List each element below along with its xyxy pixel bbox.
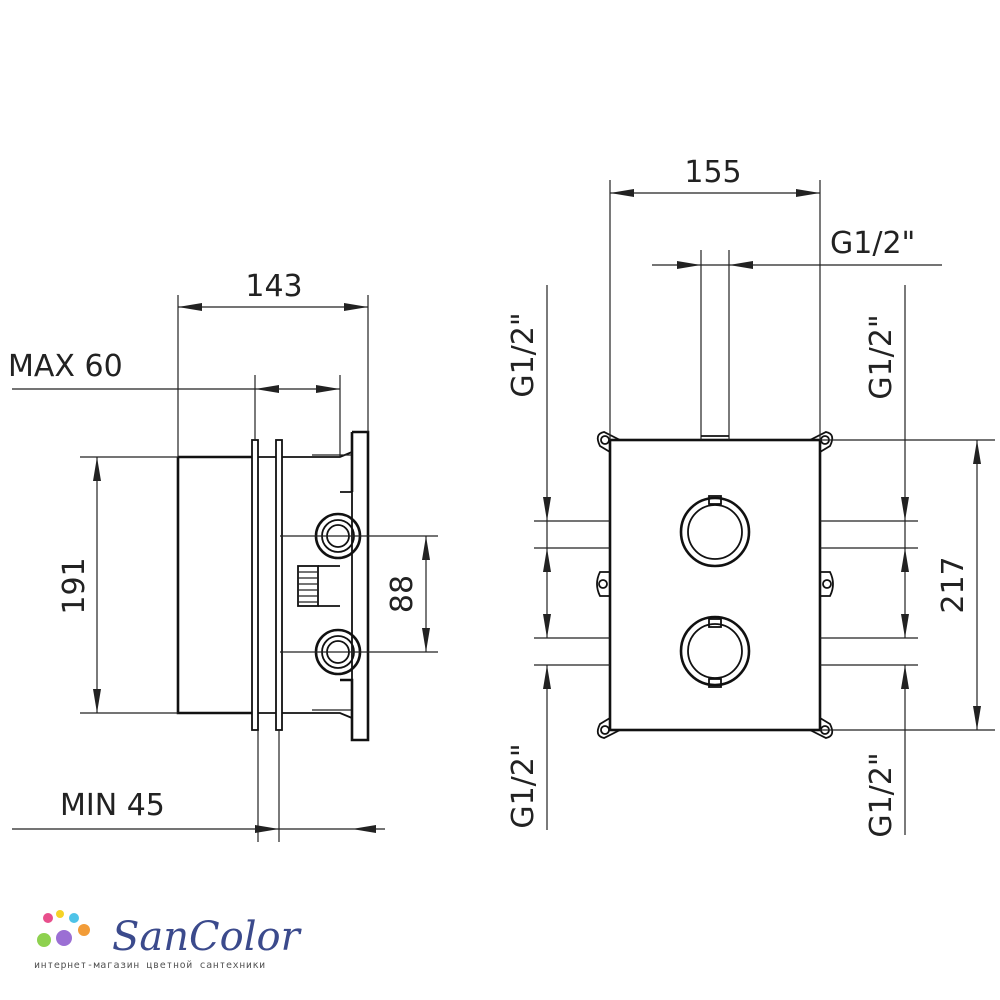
dim-min45-arrow-left	[255, 825, 279, 833]
lug-mid-right-hole	[822, 579, 832, 589]
lower-valve-outer	[679, 615, 751, 687]
upper-valve-key	[708, 495, 722, 505]
lug-bottom-left	[596, 717, 621, 739]
logo-dot	[69, 913, 79, 923]
dim-88-arrow-bottom	[422, 628, 430, 652]
left-upper-arrow-1	[543, 497, 551, 521]
upper-valve-inner	[687, 504, 743, 560]
dim-143-label: 143	[245, 269, 302, 304]
lug-top-left	[596, 431, 621, 453]
left-lower-arrow	[543, 665, 551, 689]
top-thread-label: G1/2"	[830, 226, 915, 261]
left-upper-thread-label: G1/2"	[506, 312, 541, 397]
side-housing-outline	[176, 455, 252, 715]
dim-88-arrow-top	[422, 536, 430, 560]
lug-top-left-hole	[600, 435, 610, 445]
side-inner-edges	[258, 451, 353, 719]
spindle-thread	[298, 571, 318, 603]
right-lower-arrow	[901, 665, 909, 689]
dim-217-arrow-top	[973, 440, 981, 464]
lug-mid-left	[596, 571, 610, 597]
top-thread-arrow-right	[729, 261, 753, 269]
right-upper-arrow-1	[901, 497, 909, 521]
logo-dot	[43, 913, 53, 923]
lug-bottom-right	[809, 717, 834, 739]
dim-143-arrow-right	[344, 303, 368, 311]
dim-217-label: 217	[936, 556, 971, 613]
spindle-lines	[318, 565, 340, 607]
front-view: 155 G1/2" G1/2" G1/2" G1/2" G1/2"	[506, 155, 995, 838]
dim-191-arrow-bottom	[93, 689, 101, 713]
right-lower-thread-label: G1/2"	[864, 752, 899, 837]
logo-dot	[37, 933, 51, 947]
dim-191-label: 191	[57, 557, 92, 614]
upper-valve-outer	[679, 496, 751, 568]
dim-max60-arrow-left	[255, 385, 279, 393]
lug-mid-left-hole	[598, 579, 608, 589]
side-inner-lines	[312, 454, 352, 711]
side-flange-inner	[340, 491, 353, 680]
dim-155-arrow-left	[610, 189, 634, 197]
logo-dot	[56, 930, 72, 946]
logo-dots	[37, 910, 90, 947]
lug-mid-right	[820, 571, 834, 597]
logo-wordmark: SanColor	[112, 914, 303, 960]
top-thread-arrow-left	[677, 261, 701, 269]
logo-dot	[78, 924, 90, 936]
lower-valve-key-top	[708, 618, 722, 628]
dim-min45-label: MIN 45	[60, 788, 165, 823]
plaster-plate-1	[251, 439, 259, 731]
dim-217-arrow-bottom	[973, 706, 981, 730]
dim-143-arrow-left	[178, 303, 202, 311]
dim-88-label: 88	[385, 575, 420, 613]
dim-max60-label: MAX 60	[8, 349, 123, 384]
right-upper-thread-label: G1/2"	[864, 314, 899, 399]
front-body	[608, 438, 822, 732]
right-mid-arrow	[901, 614, 909, 638]
sancolor-logo: SanColor интернет-магазин цветной сантех…	[34, 910, 303, 971]
dim-max60-arrow-right	[316, 385, 340, 393]
dim-155-arrow-right	[796, 189, 820, 197]
logo-tagline: интернет-магазин цветной сантехники	[34, 959, 266, 971]
lower-valve-key-bottom	[708, 678, 722, 688]
dim-155-label: 155	[684, 155, 741, 190]
lug-top-right	[809, 431, 834, 453]
dim-min45-arrow-right	[352, 825, 376, 833]
lug-bottom-left-hole	[600, 725, 610, 735]
plaster-plate-2	[275, 439, 283, 731]
lower-valve-inner	[687, 623, 743, 679]
logo-dot	[56, 910, 64, 918]
spindle-block	[297, 565, 319, 607]
left-mid-arrow	[543, 614, 551, 638]
left-lower-thread-label: G1/2"	[506, 743, 541, 828]
dim-191-arrow-top	[93, 457, 101, 481]
side-view: 143 MAX 60 MIN 45 191 88	[8, 269, 438, 842]
side-flange	[340, 430, 370, 742]
